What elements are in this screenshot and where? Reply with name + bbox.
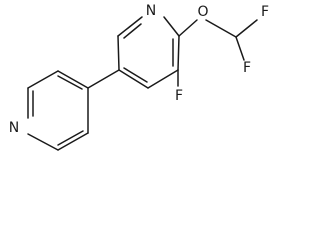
bond-p-c4-c3-inner [57, 75, 83, 90]
bond-o-chf2 [205, 19, 237, 38]
bond-n-c6 [163, 16, 180, 37]
bond-p-c6-c5 [57, 132, 89, 151]
bond-chf2-f-bottom [235, 36, 245, 61]
atom-label-ether-o: O [197, 4, 208, 20]
bond-c2-n [117, 16, 143, 37]
atom-label-chf2-f-top: F [261, 4, 269, 20]
bond-p-c6-c5-inner [57, 130, 84, 146]
bond-p-n-c6 [27, 133, 59, 151]
bond-chf2-f-top [235, 19, 258, 38]
atom-label-ring-f: F [175, 88, 183, 104]
atom-label-pyridine-n: N [146, 3, 156, 19]
bond-biaryl [87, 69, 120, 89]
bond-c6-c5 [177, 35, 180, 71]
bond-c5-c4 [147, 69, 179, 89]
structure-canvas: N O F F F N [9, 3, 269, 151]
bond-c4-c3-inner [123, 67, 148, 83]
bond-ring-o [178, 19, 198, 37]
bond-c2-n-inner [123, 23, 142, 39]
structure-diagram: N O F F F N [9, 3, 269, 151]
atom-label-pyridyl-n: N [9, 120, 19, 136]
bond-c4-c3 [118, 69, 149, 89]
bond-p-c4-c3 [57, 70, 89, 89]
atom-label-chf2-f-bottom: F [243, 60, 251, 76]
bond-c3-c2 [117, 35, 120, 71]
bond-p-c3-c2 [27, 70, 59, 89]
